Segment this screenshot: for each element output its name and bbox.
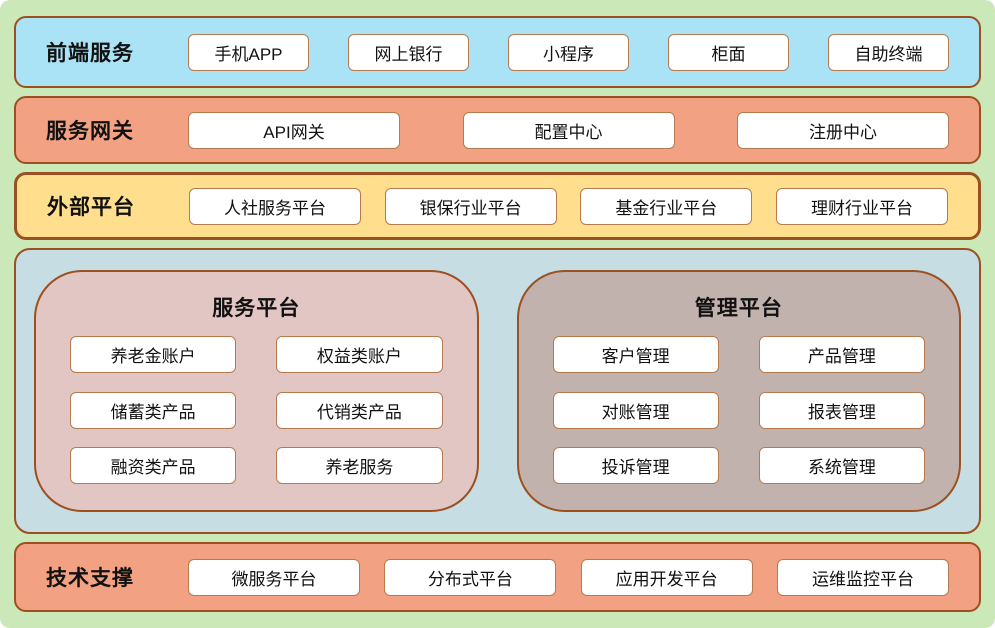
- node-complaint-management: 投诉管理: [552, 447, 719, 484]
- service-platform-grid: 养老金账户 权益类账户 储蓄类产品 代销类产品 融资类产品 养老服务: [70, 336, 443, 484]
- layer-external-items: 人社服务平台 银保行业平台 基金行业平台 理财行业平台: [189, 187, 948, 225]
- layer-frontend-items: 手机APP 网上银行 小程序 柜面 自助终端: [188, 33, 949, 71]
- layer-external-platforms: 外部平台 人社服务平台 银保行业平台 基金行业平台 理财行业平台: [14, 172, 981, 240]
- layer-technical-support: 技术支撑 微服务平台 分布式平台 应用开发平台 运维监控平台: [14, 542, 981, 612]
- management-platform-grid: 客户管理 产品管理 对账管理 报表管理 投诉管理 系统管理: [552, 336, 925, 484]
- node-ops-monitoring-platform: 运维监控平台: [776, 558, 949, 596]
- layer-support-items: 微服务平台 分布式平台 应用开发平台 运维监控平台: [188, 558, 949, 596]
- node-mini-program: 小程序: [508, 33, 629, 71]
- node-config-center: 配置中心: [462, 111, 675, 149]
- node-financing-products: 融资类产品: [70, 447, 237, 484]
- node-fund-industry-platform: 基金行业平台: [580, 187, 753, 225]
- node-social-security-platform: 人社服务平台: [189, 187, 361, 225]
- node-report-management: 报表管理: [758, 391, 925, 429]
- node-savings-products: 储蓄类产品: [70, 391, 237, 429]
- node-customer-management: 客户管理: [552, 336, 719, 373]
- node-registry-center: 注册中心: [737, 111, 949, 149]
- node-app-dev-platform: 应用开发平台: [580, 558, 753, 596]
- node-online-banking: 网上银行: [348, 33, 469, 71]
- node-mobile-app: 手机APP: [188, 33, 309, 71]
- management-platform-panel: 管理平台 客户管理 产品管理 对账管理 报表管理 投诉管理 系统管理: [516, 270, 961, 512]
- layer-external-label: 外部平台: [47, 196, 135, 219]
- layer-frontend-services: 前端服务 手机APP 网上银行 小程序 柜面 自助终端: [14, 16, 981, 88]
- management-platform-title: 管理平台: [694, 297, 783, 320]
- node-microservice-platform: 微服务平台: [188, 558, 360, 596]
- node-pension-account: 养老金账户: [70, 336, 237, 373]
- service-platform-title: 服务平台: [212, 297, 301, 320]
- node-system-management: 系统管理: [758, 447, 925, 484]
- node-consignment-products: 代销类产品: [276, 391, 443, 429]
- layer-support-label: 技术支撑: [46, 567, 134, 590]
- node-counter: 柜面: [668, 33, 789, 71]
- layer-core-platforms: 服务平台 养老金账户 权益类账户 储蓄类产品 代销类产品 融资类产品 养老服务 …: [14, 248, 981, 534]
- layer-frontend-label: 前端服务: [46, 42, 134, 65]
- node-product-management: 产品管理: [758, 336, 925, 373]
- node-api-gateway: API网关: [188, 111, 400, 149]
- node-pension-services: 养老服务: [276, 447, 443, 484]
- node-wealth-industry-platform: 理财行业平台: [775, 187, 948, 225]
- service-platform-panel: 服务平台 养老金账户 权益类账户 储蓄类产品 代销类产品 融资类产品 养老服务: [34, 270, 479, 512]
- layer-gateway-label: 服务网关: [46, 120, 134, 143]
- layer-service-gateway: 服务网关 API网关 配置中心 注册中心: [14, 96, 981, 164]
- node-reconciliation-management: 对账管理: [552, 391, 719, 429]
- node-bancassurance-platform: 银保行业平台: [384, 187, 557, 225]
- node-equity-account: 权益类账户: [276, 336, 443, 373]
- node-self-service-terminal: 自助终端: [828, 33, 949, 71]
- node-distributed-platform: 分布式平台: [384, 558, 557, 596]
- layer-gateway-items: API网关 配置中心 注册中心: [188, 111, 949, 149]
